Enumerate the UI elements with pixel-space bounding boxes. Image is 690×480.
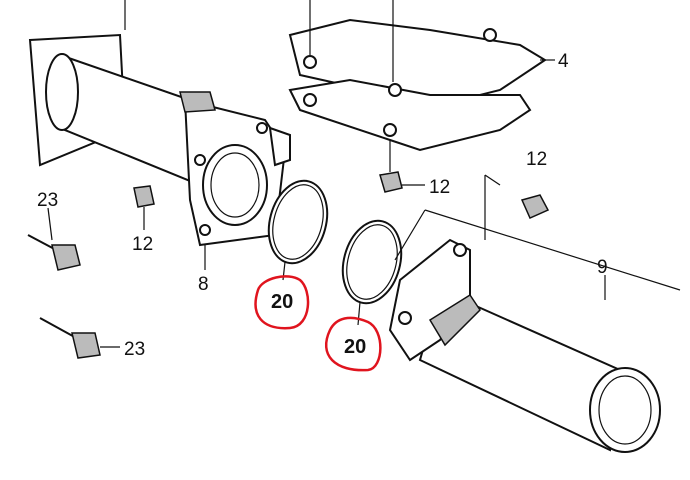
left-pipe-assembly <box>28 0 291 270</box>
callout-12-top-right: 12 <box>526 149 547 170</box>
right-pipe-assembly <box>388 174 681 453</box>
o-rings <box>267 179 403 326</box>
callout-4: 4 <box>558 51 569 72</box>
callout-8: 8 <box>198 274 209 295</box>
bolts-left <box>27 185 155 359</box>
callout-12-left: 12 <box>132 234 153 255</box>
callout-23-bottom: 23 <box>124 339 145 360</box>
callout-20-first: 20 <box>271 291 293 313</box>
callout-20-second: 20 <box>344 336 366 358</box>
highlight-circle-o-ring-2 <box>324 316 382 372</box>
callout-23-top: 23 <box>37 190 58 211</box>
bracket-assembly <box>288 0 555 193</box>
callout-9: 9 <box>597 257 608 278</box>
highlight-circle-o-ring-1 <box>254 275 310 330</box>
callout-12-middle: 12 <box>429 177 450 198</box>
